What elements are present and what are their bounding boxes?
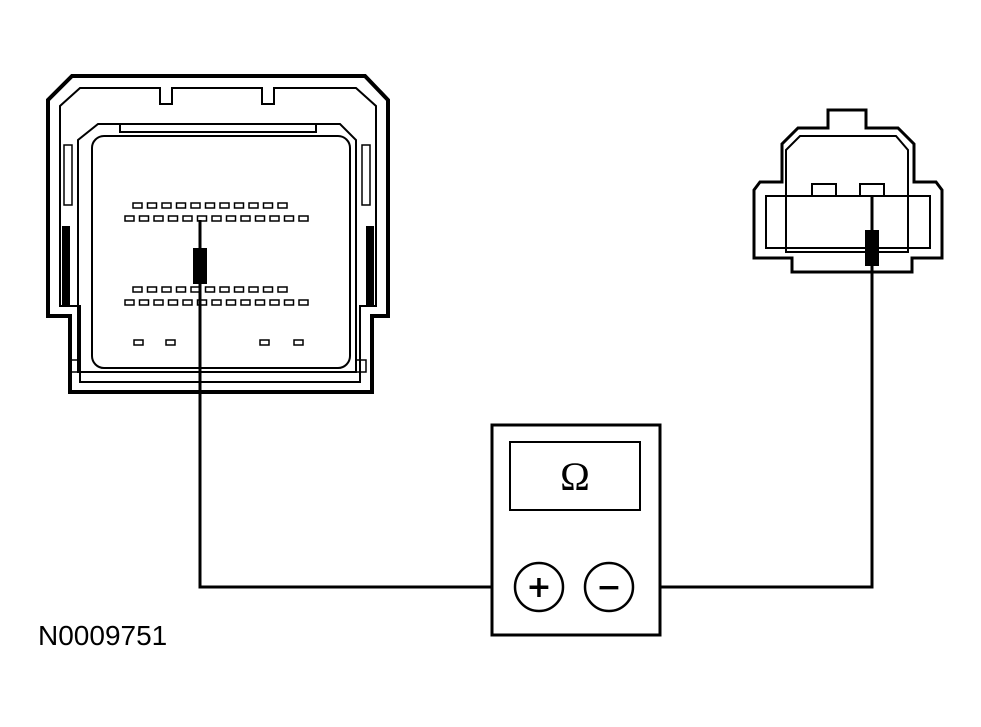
probe-icon xyxy=(193,220,207,284)
pin-cavity xyxy=(259,339,270,346)
pin-cavity xyxy=(240,215,251,222)
pin-cavity xyxy=(138,299,150,306)
pin-cavity xyxy=(248,202,259,209)
minus-terminal xyxy=(583,561,635,613)
test-leads xyxy=(198,266,874,589)
minus-terminal-label: − xyxy=(596,570,621,605)
pin-cavity xyxy=(219,286,230,293)
pin-cavity xyxy=(262,202,274,209)
pin-cavity xyxy=(277,286,288,293)
pin-cavity xyxy=(262,286,274,293)
pin-cavity xyxy=(298,299,309,306)
pin-cavity xyxy=(161,202,172,209)
pin-cavity xyxy=(269,215,280,222)
pin-cavity xyxy=(190,202,201,209)
pin-cavity xyxy=(254,299,266,306)
meter-display-symbol: Ω xyxy=(560,454,590,499)
pin-cavity xyxy=(146,286,158,293)
probe-icon xyxy=(865,196,879,266)
pin-cavity xyxy=(175,286,187,293)
pin-cavity xyxy=(182,215,193,222)
pin-cavity xyxy=(293,339,304,346)
pin-cavity xyxy=(211,299,222,306)
pin-cavity xyxy=(283,215,295,222)
pin-cavity xyxy=(132,202,143,209)
pin-cavity xyxy=(133,339,144,346)
multi-pin-connector-icon xyxy=(46,74,390,394)
pin-cavity xyxy=(124,299,135,306)
pin-cavity xyxy=(182,299,193,306)
ohmmeter-icon: Ω + − xyxy=(490,423,662,637)
pin-cavity xyxy=(153,299,164,306)
two-pin-connector-icon xyxy=(752,108,944,274)
pin-cavity xyxy=(124,215,135,222)
pin-cavity xyxy=(138,215,150,222)
pin-cavity xyxy=(146,202,158,209)
pin-cavity xyxy=(204,286,216,293)
pin-cavity xyxy=(233,202,245,209)
pin-cavity xyxy=(153,215,164,222)
pin-cavities xyxy=(124,202,309,346)
plus-terminal xyxy=(513,561,565,613)
pin-cavity xyxy=(269,299,280,306)
pin-cavity xyxy=(254,215,266,222)
pin-cavity xyxy=(248,286,259,293)
pin-cavity xyxy=(175,202,187,209)
plus-terminal-label: + xyxy=(526,570,551,605)
pin-cavity xyxy=(165,339,176,346)
pin-cavity xyxy=(233,286,245,293)
pin-cavity xyxy=(167,215,179,222)
pin-cavity xyxy=(167,299,179,306)
pin-cavity xyxy=(132,286,143,293)
pin-cavity xyxy=(211,215,222,222)
pin-cavity xyxy=(204,202,216,209)
pin-cavity xyxy=(298,215,309,222)
pin-cavity xyxy=(283,299,295,306)
pin-cavity xyxy=(277,202,288,209)
pin-cavity xyxy=(240,299,251,306)
pin-cavity xyxy=(196,299,208,306)
pin-cavity xyxy=(219,202,230,209)
figure-id: N0009751 xyxy=(38,620,168,651)
pin-cavity xyxy=(161,286,172,293)
pin-cavity xyxy=(196,215,208,222)
pin-cavity xyxy=(225,215,237,222)
pin-cavity xyxy=(225,299,237,306)
